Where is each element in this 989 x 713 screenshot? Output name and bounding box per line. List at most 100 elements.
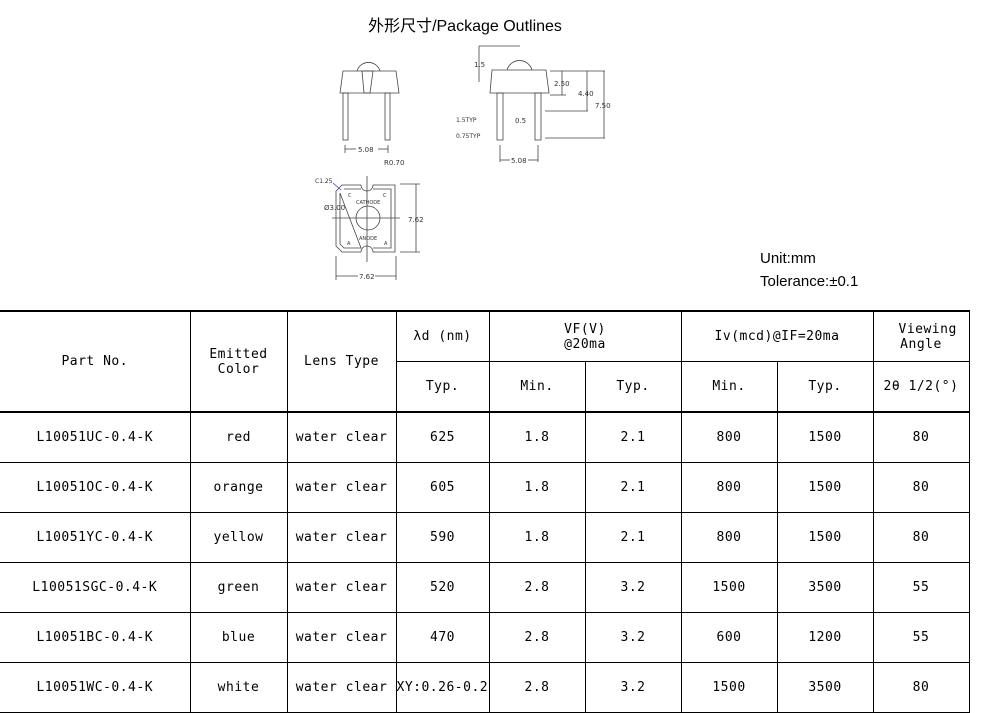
svg-text:Ø3.00: Ø3.00 bbox=[324, 204, 345, 212]
svg-text:C: C bbox=[383, 193, 387, 199]
cell-iv-typ: 1500 bbox=[776, 462, 874, 513]
cell-part-no: L10051SGC-0.4-K bbox=[0, 562, 191, 613]
side-view: 1.5 2.50 4.40 7.50 1.5TYP 0.75TYP 0.5 5.… bbox=[456, 45, 611, 165]
cell-lens-type: water clear bbox=[286, 411, 397, 463]
cell-iv-typ: 1500 bbox=[776, 411, 874, 463]
cell-iv-min: 1500 bbox=[680, 662, 778, 713]
cell-iv-min: 800 bbox=[680, 462, 778, 513]
svg-text:4.40: 4.40 bbox=[578, 90, 594, 98]
cell-vf-min: 2.8 bbox=[488, 562, 586, 613]
svg-text:C: C bbox=[348, 193, 352, 199]
cell-iv-min: 800 bbox=[680, 512, 778, 563]
cell-lens-type: water clear bbox=[286, 562, 397, 613]
cell-wavelength: 625 bbox=[395, 411, 490, 463]
tolerance-label: Tolerance:±0.1 bbox=[760, 273, 859, 290]
cell-vf-min: 1.8 bbox=[488, 512, 586, 563]
cell-vf-min: 1.8 bbox=[488, 411, 586, 463]
cell-iv-typ: 3500 bbox=[776, 662, 874, 713]
cell-part-no: L10051UC-0.4-K bbox=[0, 411, 191, 463]
cell-iv-typ: 3500 bbox=[776, 562, 874, 613]
cell-emitted-color: white bbox=[189, 662, 288, 713]
dim-label: R0.70 bbox=[384, 159, 404, 167]
cell-iv-min: 1500 bbox=[680, 562, 778, 613]
cell-lens-type: water clear bbox=[286, 612, 397, 663]
svg-text:0.5: 0.5 bbox=[515, 117, 526, 125]
cell-viewing-angle: 55 bbox=[872, 562, 970, 613]
cell-vf-typ: 2.1 bbox=[584, 411, 682, 463]
dim-label: 5.08 bbox=[358, 146, 374, 154]
svg-text:C1.25: C1.25 bbox=[315, 178, 333, 185]
package-outline-drawing: 5.08 R0.70 1.5 2.50 4.40 7.50 1.5TYP 0.7… bbox=[315, 45, 611, 281]
cell-viewing-angle: 80 bbox=[872, 411, 970, 463]
svg-text:ANODE: ANODE bbox=[359, 236, 377, 242]
cell-viewing-angle: 80 bbox=[872, 662, 970, 713]
cell-iv-min: 800 bbox=[680, 411, 778, 463]
cell-vf-min: 2.8 bbox=[488, 612, 586, 663]
cell-lens-type: water clear bbox=[286, 512, 397, 563]
header-vf: VF(V) @20ma bbox=[488, 310, 682, 362]
cell-vf-typ: 3.2 bbox=[584, 562, 682, 613]
cell-lens-type: water clear bbox=[286, 662, 397, 713]
cell-part-no: L10051YC-0.4-K bbox=[0, 512, 191, 563]
cell-viewing-angle: 80 bbox=[872, 462, 970, 513]
header-viewing-angle: Viewing Angle bbox=[872, 310, 970, 362]
subheader-typ: Typ. bbox=[776, 361, 874, 413]
header-part-no: Part No. bbox=[0, 310, 191, 413]
svg-text:A: A bbox=[384, 241, 388, 247]
bottom-view: 7.62 7.62 C1.25 Ø3.00 CATHODE ANODE C C … bbox=[315, 176, 424, 281]
svg-text:7.50: 7.50 bbox=[595, 102, 611, 110]
cell-vf-typ: 2.1 bbox=[584, 462, 682, 513]
cell-emitted-color: orange bbox=[189, 462, 288, 513]
cell-vf-min: 1.8 bbox=[488, 462, 586, 513]
cell-vf-min: 2.8 bbox=[488, 662, 586, 713]
cell-wavelength: 590 bbox=[395, 512, 490, 563]
cell-emitted-color: green bbox=[189, 562, 288, 613]
cell-iv-min: 600 bbox=[680, 612, 778, 663]
cell-wavelength: 470 bbox=[395, 612, 490, 663]
subheader-angle: 2θ 1/2(°) bbox=[872, 361, 970, 413]
cell-emitted-color: blue bbox=[189, 612, 288, 663]
page-title: 外形尺寸/Package Outlines bbox=[368, 18, 562, 35]
header-emitted-color: Emitted Color bbox=[189, 310, 288, 413]
cell-wavelength: 605 bbox=[395, 462, 490, 513]
cell-part-no: L10051OC-0.4-K bbox=[0, 462, 191, 513]
cell-vf-typ: 3.2 bbox=[584, 662, 682, 713]
header-iv: Iv(mcd)@IF=20ma bbox=[680, 310, 874, 362]
cell-vf-typ: 2.1 bbox=[584, 512, 682, 563]
svg-text:1.5TYP: 1.5TYP bbox=[456, 117, 477, 124]
svg-text:7.62: 7.62 bbox=[408, 216, 424, 224]
svg-text:5.08: 5.08 bbox=[511, 157, 527, 165]
svg-text:1.5: 1.5 bbox=[474, 61, 485, 69]
cell-wavelength: 520 bbox=[395, 562, 490, 613]
specs-table: Part No. Emitted Color Lens Type λd (nm)… bbox=[0, 310, 989, 713]
unit-label: Unit:mm bbox=[760, 250, 816, 267]
cell-iv-typ: 1500 bbox=[776, 512, 874, 563]
cell-viewing-angle: 80 bbox=[872, 512, 970, 563]
svg-text:7.62: 7.62 bbox=[359, 273, 375, 281]
subheader-min: Min. bbox=[488, 361, 586, 413]
cell-viewing-angle: 55 bbox=[872, 612, 970, 663]
header-lens-type: Lens Type bbox=[286, 310, 397, 413]
cell-part-no: L10051WC-0.4-K bbox=[0, 662, 191, 713]
header-wavelength: λd (nm) bbox=[395, 310, 490, 362]
svg-text:0.75TYP: 0.75TYP bbox=[456, 133, 481, 140]
svg-text:CATHODE: CATHODE bbox=[356, 200, 380, 206]
subheader-typ: Typ. bbox=[396, 361, 490, 413]
cell-iv-typ: 1200 bbox=[776, 612, 874, 663]
cell-lens-type: water clear bbox=[286, 462, 397, 513]
svg-text:A: A bbox=[347, 241, 351, 247]
cell-vf-typ: 3.2 bbox=[584, 612, 682, 663]
cell-emitted-color: yellow bbox=[189, 512, 288, 563]
subheader-min: Min. bbox=[680, 361, 778, 413]
subheader-typ: Typ. bbox=[584, 361, 682, 413]
cell-part-no: L10051BC-0.4-K bbox=[0, 612, 191, 663]
svg-text:2.50: 2.50 bbox=[554, 80, 570, 88]
cell-wavelength: XY:0.26-0.27 bbox=[395, 662, 490, 713]
front-view: 5.08 R0.70 bbox=[339, 62, 404, 167]
